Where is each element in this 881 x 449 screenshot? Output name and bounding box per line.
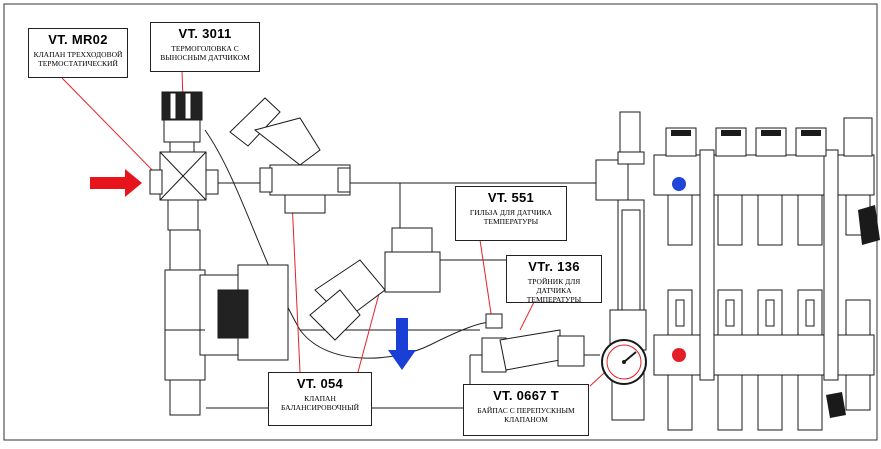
label-136: VTr. 136 ТРОЙНИК ДЛЯ ДАТЧИКА ТЕМПЕРАТУРЫ <box>506 255 602 304</box>
balancing-valve-top <box>229 97 351 214</box>
sensor-capillary <box>204 129 493 359</box>
label-0667-code: VT. 0667 T <box>493 388 559 403</box>
label-136-desc: ТРОЙНИК ДЛЯ ДАТЧИКА ТЕМПЕРАТУРЫ <box>526 277 582 304</box>
flow-in-arrow <box>90 169 142 197</box>
label-mr02-code: VT. MR02 <box>48 32 108 47</box>
label-mr02: VT. MR02 КЛАПАН ТРЕХХОДОВОЙ ТЕРМОСТАТИЧЕ… <box>28 28 128 78</box>
manifold-details <box>671 130 880 418</box>
label-551-code: VT. 551 <box>487 190 535 205</box>
sensor-tee <box>481 313 585 373</box>
label-3011-desc: ТЕРМОГОЛОВКА С ВЫНОСНЫМ ДАТЧИКОМ <box>160 44 250 62</box>
label-054-code: VT. 054 <box>296 376 344 391</box>
label-054-desc: КЛАПАН БАЛАНСИРОВОЧНЫЙ <box>280 394 360 412</box>
manifold <box>653 117 875 431</box>
cold-marker <box>672 177 686 191</box>
flow-down-arrow <box>388 318 416 370</box>
label-551: VT. 551 ГИЛЬЗА ДЛЯ ДАТЧИКА ТЕМПЕРАТУРЫ <box>455 186 567 241</box>
three-way-valve <box>149 91 219 231</box>
pressure-gauge <box>601 339 647 385</box>
label-054: VT. 054 КЛАПАН БАЛАНСИРОВОЧНЫЙ <box>268 372 372 426</box>
label-136-code: VTr. 136 <box>528 259 580 274</box>
hot-marker <box>672 348 686 362</box>
label-551-desc: ГИЛЬЗА ДЛЯ ДАТЧИКА ТЕМПЕРАТУРЫ <box>469 208 553 226</box>
label-0667-desc: БАЙПАС С ПЕРЕПУСКНЫМ КЛАПАНОМ <box>477 406 575 424</box>
label-3011-code: VT. 3011 <box>178 26 232 41</box>
balancing-valve-middle <box>309 227 441 341</box>
label-3011: VT. 3011 ТЕРМОГОЛОВКА С ВЫНОСНЫМ ДАТЧИКО… <box>150 22 260 72</box>
pump-assembly <box>164 229 289 416</box>
label-0667: VT. 0667 T БАЙПАС С ПЕРЕПУСКНЫМ КЛАПАНОМ <box>463 384 589 436</box>
label-mr02-desc: КЛАПАН ТРЕХХОДОВОЙ ТЕРМОСТАТИЧЕСКИЙ <box>33 50 123 68</box>
